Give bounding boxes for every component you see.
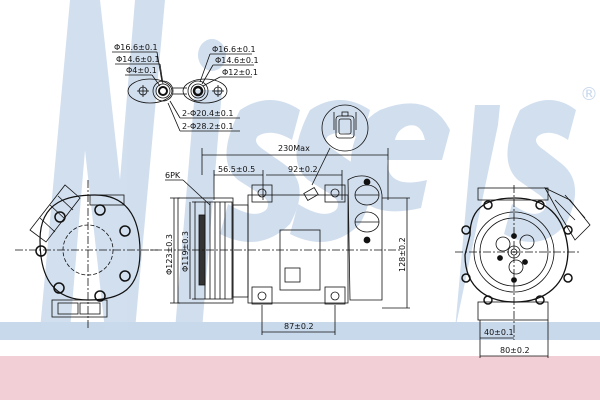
front-clutch-view [15, 180, 160, 330]
dim-56-5: 56.5±0.5 [218, 165, 255, 174]
rear-view [455, 185, 591, 358]
dim-width: 80±0.2 [500, 346, 530, 355]
flange-dim-label: Φ4±0.1 [126, 66, 157, 75]
dim-height: 128±0.2 [398, 237, 407, 272]
port-flange-detail [112, 51, 254, 132]
flange-dim-label: Φ14.6±0.1 [215, 56, 259, 65]
flange-dim-label: 2-Φ20.4±0.1 [182, 109, 234, 118]
dim-92: 92±0.2 [288, 165, 318, 174]
side-view [150, 148, 410, 335]
flange-dim-label: Φ16.6±0.1 [114, 43, 158, 52]
flange-dim-label: 2-Φ28.2±0.1 [182, 122, 234, 131]
flange-dim-label: Φ12±0.1 [222, 68, 258, 77]
watermark-band-blue [0, 322, 600, 340]
dim-mount-spacing: 87±0.2 [284, 322, 314, 331]
dim-pulley-inner: Φ119±0.3 [181, 231, 190, 272]
flange-dim-label: Φ16.6±0.1 [212, 45, 256, 54]
registered-mark: ® [580, 84, 598, 105]
dim-half-width: 40±0.1 [484, 328, 514, 337]
belt-type-label: 6PK [165, 171, 181, 180]
dim-overall-length: 230Max [278, 144, 310, 153]
dim-pulley-outer: Φ123±0.3 [165, 234, 174, 275]
watermark-band-pink [0, 356, 600, 400]
flange-dim-label: Φ14.6±0.1 [116, 55, 160, 64]
connector-detail [311, 104, 369, 186]
